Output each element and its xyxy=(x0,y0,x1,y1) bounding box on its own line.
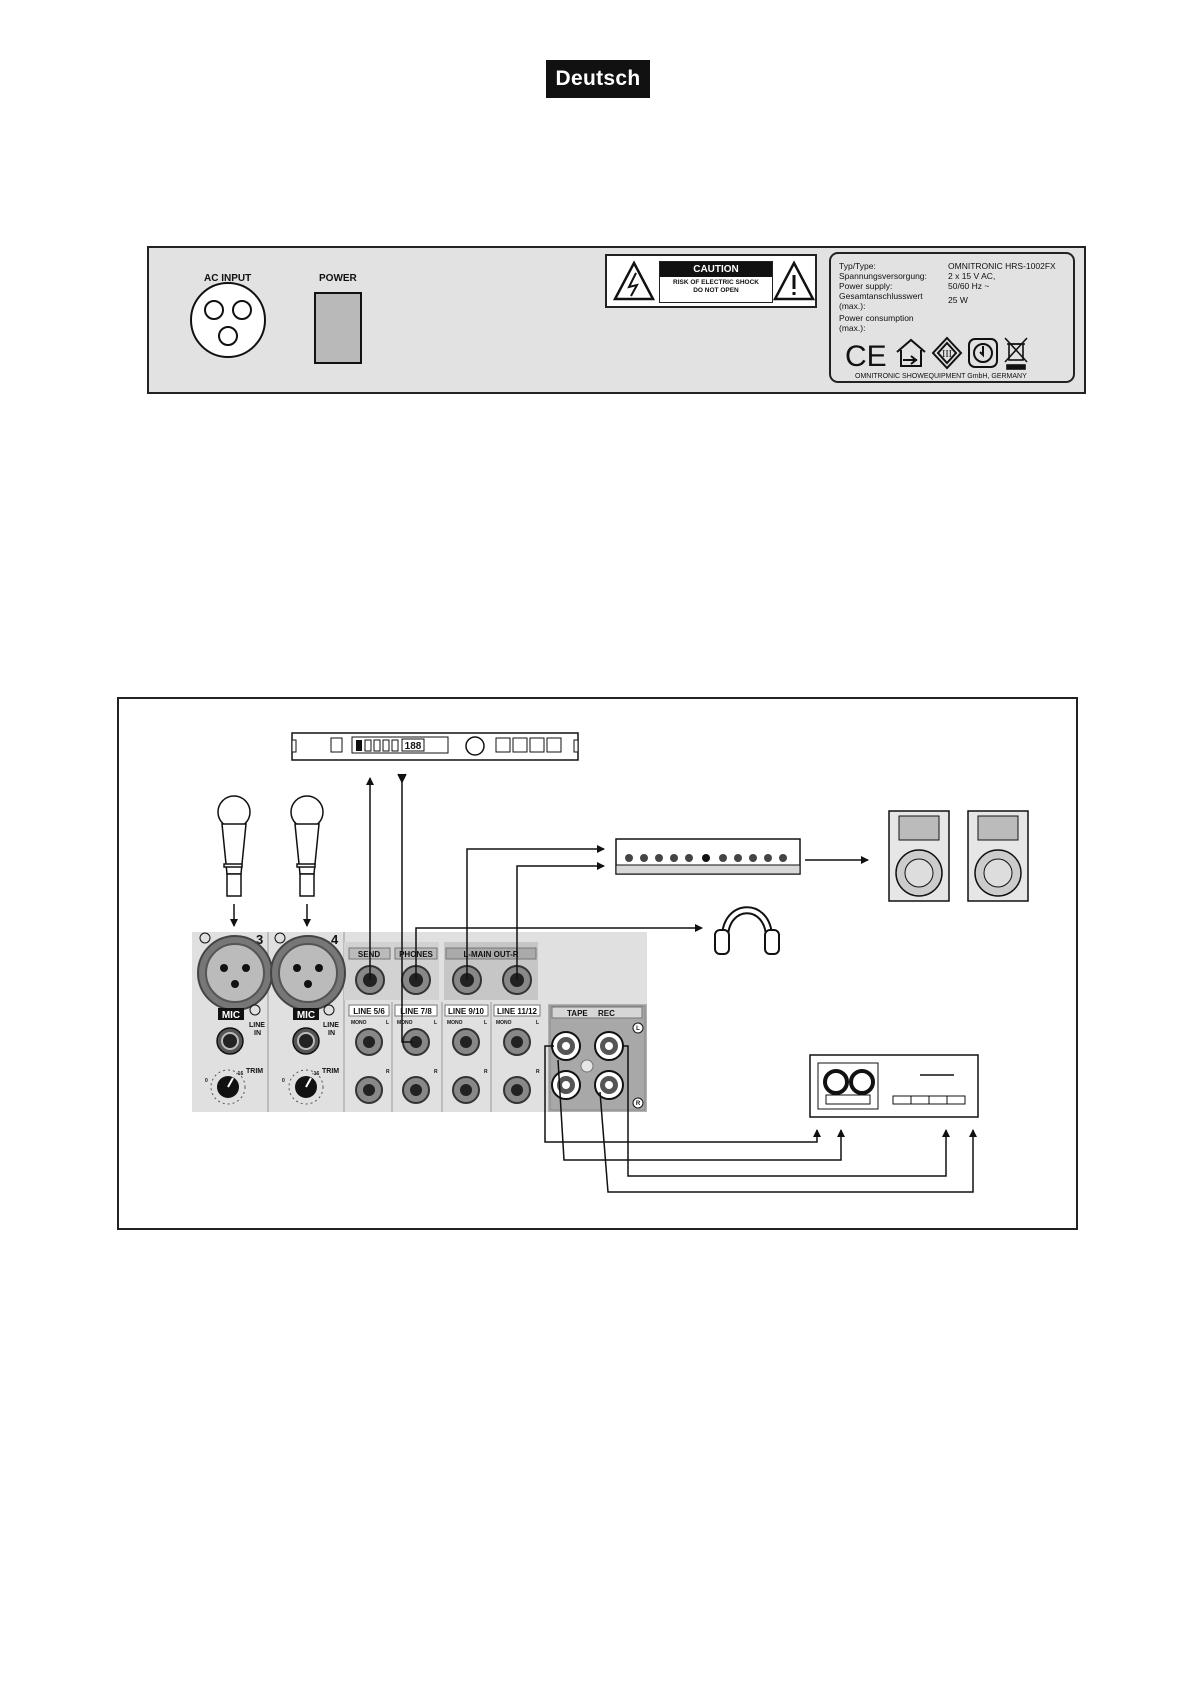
tape-side-r: R xyxy=(636,1101,641,1107)
channel-4-trim-label: TRIM xyxy=(322,1068,339,1075)
line-9-10-r: R xyxy=(484,1069,488,1075)
speaker-left-icon xyxy=(888,810,950,902)
send-label: SEND xyxy=(358,950,380,959)
electric-shock-warning-icon xyxy=(613,260,655,301)
certification-marks: CE III xyxy=(845,336,1028,372)
indoor-use-house-icon xyxy=(896,338,926,367)
supply-value-2: 50/60 Hz ~ xyxy=(948,281,990,291)
line-11-12-mono: MONO xyxy=(496,1020,512,1026)
caution-line-1: RISK OF ELECTRIC SHOCK xyxy=(673,279,759,286)
channel-4-strip: 4 MIC LINE IN TRIM 0 -16 xyxy=(270,932,346,1105)
stereo-line-inputs: LINE 5/6 LINE 7/8 LINE 9/10 LINE 11/12 M… xyxy=(348,1004,541,1104)
tape-recorder xyxy=(809,1054,979,1118)
channel-3-trim-max: -16 xyxy=(236,1071,243,1077)
power-switch[interactable] xyxy=(314,292,362,364)
line-9-10-label: LINE 9/10 xyxy=(448,1007,485,1016)
microphone-2-icon xyxy=(290,795,324,897)
consumption-value: 25 W xyxy=(948,295,968,305)
power-label: POWER xyxy=(319,273,357,284)
protection-class-text: III xyxy=(942,349,952,360)
power-amplifier xyxy=(615,838,801,875)
connection-diagram: 188 xyxy=(117,697,1078,1230)
tape-label: TAPE xyxy=(567,1009,588,1018)
signal-cables xyxy=(366,773,977,1193)
channel-4-in-label: IN xyxy=(328,1030,335,1037)
speaker-right-icon xyxy=(967,810,1029,902)
tape-rec-section: TAPE REC L R xyxy=(551,1006,644,1109)
rec-label: REC xyxy=(598,1009,615,1018)
manufacturer-text: OMNITRONIC SHOWEQUIPMENT GmbH, GERMANY xyxy=(855,373,1027,380)
channel-4-mic-label: MIC xyxy=(297,1010,315,1021)
channel-3-number: 3 xyxy=(256,932,263,947)
line-7-8-l: L xyxy=(434,1020,437,1026)
channel-3-line-label: LINE xyxy=(249,1022,265,1029)
microphone-1-icon xyxy=(217,795,251,897)
exclamation-warning-icon xyxy=(773,260,815,301)
consumption-label-de: Gesamtanschlusswert xyxy=(839,291,923,301)
supply-label-en: Power supply: xyxy=(839,281,893,291)
headphones-icon xyxy=(714,906,780,955)
line-11-12-r: R xyxy=(536,1069,540,1075)
line-9-10-l: L xyxy=(484,1020,487,1026)
channel-3-trim-min: 0 xyxy=(205,1078,208,1084)
main-out-label: L-MAIN OUT-R xyxy=(463,950,518,959)
tape-side-l: L xyxy=(636,1026,640,1032)
type-label: Typ/Type: xyxy=(839,261,876,271)
type-plate: Typ/Type: OMNITRONIC HRS-1002FX Spannung… xyxy=(829,252,1075,383)
effect-processor-rack: 188 xyxy=(291,732,579,761)
consumption-label-en: Power consumption xyxy=(839,313,914,323)
line-5-6-r: R xyxy=(386,1069,390,1075)
channel-4-line-label: LINE xyxy=(323,1022,339,1029)
ce-mark-icon: CE xyxy=(845,340,887,372)
ac-input-connector-icon xyxy=(190,282,266,358)
protection-class-icon: III xyxy=(931,336,963,370)
supply-label-de: Spannungsversorgung: xyxy=(839,271,927,281)
channel-3-trim-label: TRIM xyxy=(246,1068,263,1075)
channel-3-strip: 3 MIC LINE IN TRIM 0 -16 xyxy=(197,932,273,1105)
weee-bin-icon xyxy=(1004,337,1028,370)
connection-diagram-svg: 188 xyxy=(192,732,1029,1193)
consumption-max-en: (max.): xyxy=(839,323,866,333)
channel-4-trim-max: -16 xyxy=(312,1071,319,1077)
supply-value-1: 2 x 15 V AC, xyxy=(948,271,996,281)
line-5-6-label: LINE 5/6 xyxy=(353,1007,385,1016)
line-9-10-mono: MONO xyxy=(447,1020,463,1026)
line-5-6-mono: MONO xyxy=(351,1020,367,1026)
channel-4-trim-min: 0 xyxy=(282,1078,285,1084)
language-badge: Deutsch xyxy=(546,60,650,98)
channel-4-number: 4 xyxy=(331,932,339,947)
line-5-6-l: L xyxy=(386,1020,389,1026)
effect-display-text: 188 xyxy=(405,741,422,752)
channel-3-in-label: IN xyxy=(254,1030,261,1037)
consumption-max-de: (max.): xyxy=(839,301,866,311)
ce-mark-text: CE xyxy=(845,340,887,372)
line-7-8-mono: MONO xyxy=(397,1020,413,1026)
caution-line-2: DO NOT OPEN xyxy=(693,287,739,294)
line-7-8-label: LINE 7/8 xyxy=(400,1007,432,1016)
ac-input-label: AC INPUT xyxy=(204,273,252,284)
line-11-12-l: L xyxy=(536,1020,539,1026)
fuse-symbol-icon xyxy=(968,338,998,368)
channel-3-mic-label: MIC xyxy=(222,1010,240,1021)
line-7-8-r: R xyxy=(434,1069,438,1075)
type-value: OMNITRONIC HRS-1002FX xyxy=(948,261,1056,271)
caution-title: CAUTION xyxy=(660,262,772,277)
line-11-12-label: LINE 11/12 xyxy=(497,1007,538,1016)
